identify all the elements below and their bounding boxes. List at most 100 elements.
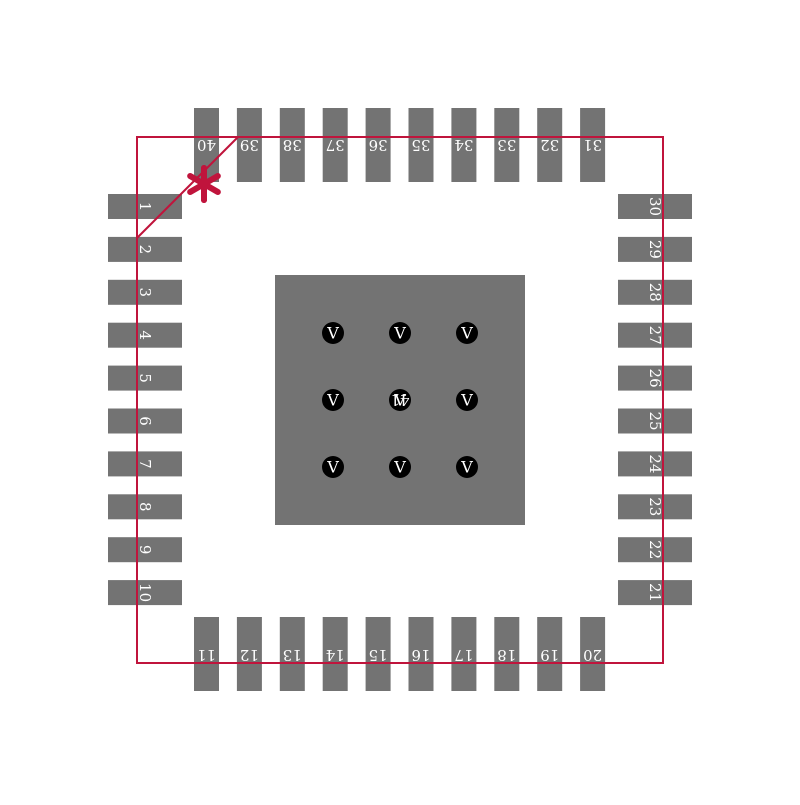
pin-pad-23	[618, 494, 692, 520]
thermal-via	[389, 322, 411, 344]
pin-pad-26	[618, 365, 692, 391]
via-label: V	[393, 458, 406, 477]
pin-label-37: 37	[326, 136, 345, 154]
pin-pad-14	[322, 617, 348, 691]
pin-label-11: 11	[197, 646, 216, 664]
pin-label-38: 38	[283, 136, 302, 154]
pin-label-27: 27	[646, 326, 664, 345]
pin-pad-5	[108, 365, 182, 391]
thermal-via	[322, 456, 344, 478]
pin1-asterisk-icon	[187, 165, 221, 203]
pin-pad-35	[408, 108, 434, 182]
thermal-pad-label: 41	[390, 391, 409, 409]
pin-pad-33	[494, 108, 520, 182]
pin-label-13: 13	[283, 646, 302, 664]
pin-pad-11	[194, 617, 219, 691]
pads-layer	[108, 108, 692, 691]
pin-label-40: 40	[197, 136, 216, 154]
pin-pad-18	[494, 617, 520, 691]
pin-label-1: 1	[136, 202, 154, 212]
pin-pad-21	[618, 580, 692, 606]
pin-label-10: 10	[136, 583, 154, 602]
via-label: V	[393, 391, 406, 410]
pin-pad-16	[408, 617, 434, 691]
pin-label-17: 17	[454, 646, 473, 664]
outline-layer	[136, 136, 664, 664]
pin-pad-29	[618, 236, 692, 262]
pin-label-29: 29	[646, 240, 664, 259]
thermal-via	[456, 389, 478, 411]
pin-label-21: 21	[646, 583, 664, 602]
pin-label-34: 34	[454, 136, 473, 154]
via-label: V	[326, 458, 339, 477]
thermal-via	[322, 322, 344, 344]
pin-pad-34	[451, 108, 477, 182]
pin-pad-39	[236, 108, 262, 182]
pin-label-33: 33	[497, 136, 516, 154]
pin-pad-9	[108, 537, 182, 563]
pin-pad-13	[279, 617, 305, 691]
pin-label-30: 30	[646, 197, 664, 216]
pin-pad-4	[108, 322, 182, 348]
pin-label-4: 4	[136, 330, 154, 340]
thermal-via	[389, 456, 411, 478]
pin-pad-37	[322, 108, 348, 182]
pin-pad-36	[365, 108, 391, 182]
pin-pad-17	[451, 617, 477, 691]
via-label: V	[326, 391, 339, 410]
pin-label-31: 31	[583, 136, 602, 154]
pin-pad-2	[108, 236, 182, 262]
pin-label-20: 20	[583, 646, 602, 664]
pin-pad-28	[618, 279, 692, 305]
pin-label-14: 14	[326, 646, 345, 664]
pin-pad-19	[537, 617, 563, 691]
chamfer-line	[136, 136, 239, 239]
pin-pad-12	[236, 617, 262, 691]
pin-pad-10	[108, 580, 182, 606]
pin-pad-27	[618, 322, 692, 348]
pin-label-24: 24	[646, 454, 664, 473]
thermal-via	[456, 322, 478, 344]
via-label: V	[460, 324, 473, 343]
pin-label-19: 19	[540, 646, 559, 664]
thermal-via	[456, 456, 478, 478]
pin-pad-7	[108, 451, 182, 477]
pin-label-12: 12	[240, 646, 259, 664]
pin-label-18: 18	[497, 646, 516, 664]
via-label: V	[393, 324, 406, 343]
pin-pad-31	[580, 108, 606, 182]
via-label: V	[326, 324, 339, 343]
pin-label-6: 6	[136, 416, 154, 426]
pin-label-15: 15	[369, 646, 388, 664]
pin-label-26: 26	[646, 369, 664, 388]
pin-label-39: 39	[240, 136, 259, 154]
pin-pad-22	[618, 537, 692, 563]
pin-label-5: 5	[136, 373, 154, 383]
pin-pad-25	[618, 408, 692, 434]
package-outline	[136, 136, 664, 664]
via-label: V	[460, 391, 473, 410]
pin-label-36: 36	[369, 136, 388, 154]
pin-pad-20	[580, 617, 606, 691]
via-label: V	[460, 458, 473, 477]
pin-label-2: 2	[136, 245, 154, 255]
pin-label-8: 8	[136, 502, 154, 512]
pin-label-3: 3	[136, 288, 154, 298]
pin-pad-8	[108, 494, 182, 520]
pin-label-23: 23	[646, 497, 664, 516]
pin-pad-38	[279, 108, 305, 182]
thermal-via	[322, 389, 344, 411]
pin-pad-30	[618, 194, 692, 219]
pin-pad-15	[365, 617, 391, 691]
pin-label-22: 22	[646, 540, 664, 559]
pin-label-35: 35	[411, 136, 430, 154]
pin-pad-3	[108, 279, 182, 305]
pin-label-16: 16	[411, 646, 430, 664]
pin-pad-24	[618, 451, 692, 477]
pin-label-7: 7	[136, 459, 154, 469]
pin-label-28: 28	[646, 283, 664, 302]
pin-pad-6	[108, 408, 182, 434]
